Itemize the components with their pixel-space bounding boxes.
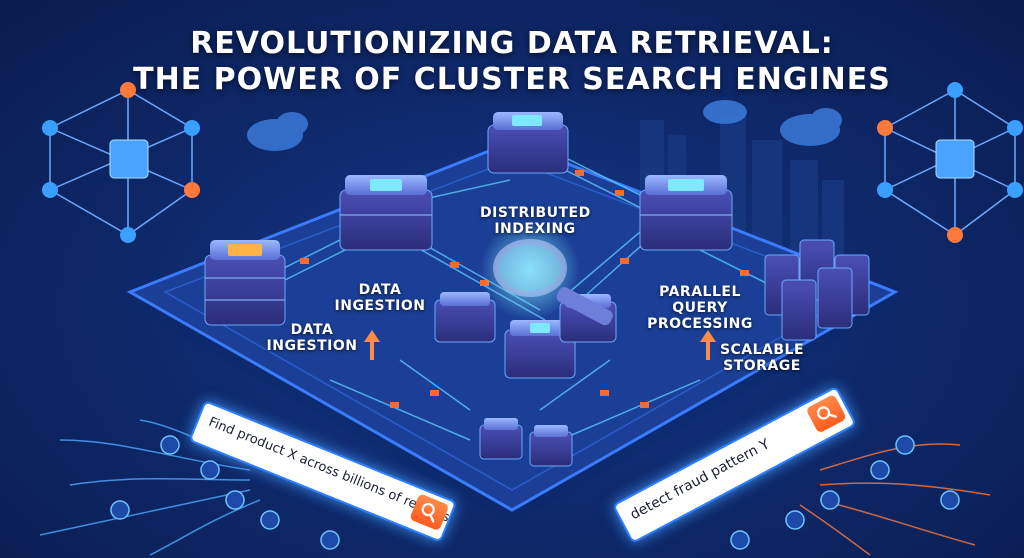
label-parallel-query-processing: PARALLEL QUERY PROCESSING	[647, 284, 753, 332]
connector-lines-right	[799, 443, 991, 556]
label-data-ingestion-upper: DATA INGESTION	[334, 282, 426, 314]
search-icon	[421, 502, 435, 523]
cloud-icon	[247, 100, 842, 151]
search-button-right[interactable]	[805, 393, 847, 434]
arrow-up-icon	[364, 330, 716, 360]
search-bar-left[interactable]: Find product X across billions of record…	[188, 400, 458, 543]
search-icon	[480, 220, 613, 326]
network-nodes-left	[42, 82, 200, 243]
search-icon	[816, 406, 837, 420]
label-distributed-indexing: DISTRIBUTED INDEXING	[480, 205, 591, 237]
label-scalable-storage: SCALABLE STORAGE	[719, 342, 805, 374]
page-title-line-1: REVOLUTIONIZING DATA RETRIEVAL:	[190, 26, 834, 61]
network-nodes-right	[877, 82, 1023, 243]
label-data-ingestion-lower: DATA INGESTION	[266, 322, 358, 354]
connector-nodes	[110, 435, 960, 550]
server-icon	[204, 112, 870, 467]
search-button-left[interactable]	[409, 493, 450, 532]
page-title-line-2: THE POWER OF CLUSTER SEARCH ENGINES	[133, 62, 891, 97]
search-bar-right[interactable]: detect fraud pattern Y	[612, 385, 857, 544]
